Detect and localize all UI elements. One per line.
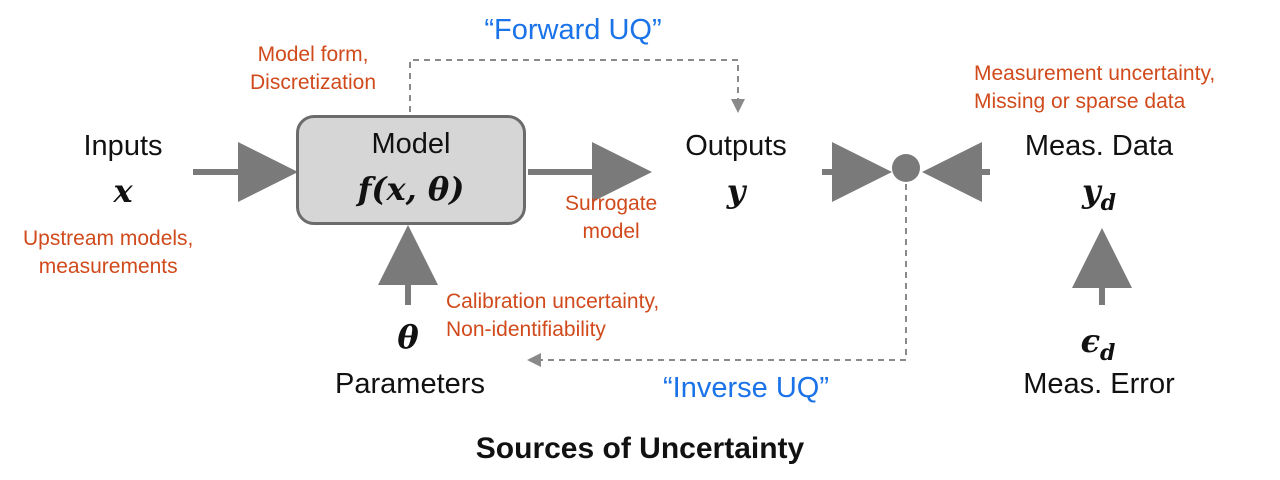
inputs-note-line2: measurements (38, 255, 178, 278)
meas-data-note-line1: Measurement uncertainty, (974, 62, 1216, 85)
meas-data-note: Measurement uncertainty, Missing or spar… (974, 60, 1215, 116)
meas-data-note-line2: Missing or sparse data (974, 90, 1186, 113)
inverse-uq-dashed-path (527, 184, 907, 367)
model-error-note: Model form, Discretization (250, 41, 376, 97)
parameters-note-line1: Calibration uncertainty, (446, 290, 660, 313)
forward-uq-label: “Forward UQ” (484, 14, 662, 46)
inverse-uq-label: “Inverse UQ” (663, 372, 829, 404)
meas-data-symbol-subscript: d (1100, 190, 1116, 216)
parameters-note-line2: Non-identifiability (446, 318, 606, 341)
model-function-args: (x, θ) (371, 170, 465, 208)
model-box (296, 115, 526, 225)
surrogate-note: Surrogate model (565, 190, 657, 246)
meas-data-label: Meas. Data (1024, 130, 1174, 162)
surrogate-note-line2: model (582, 220, 640, 243)
parameters-label: Parameters (335, 368, 485, 400)
meas-data-symbol-base: y (1082, 172, 1101, 210)
model-label: Model (371, 128, 451, 160)
meas-error-symbol-base: ϵ (1080, 322, 1101, 360)
outputs-label: Outputs (685, 130, 787, 162)
meas-error-label: Meas. Error (1023, 368, 1175, 400)
meas-error-symbol: ϵd (1081, 322, 1116, 366)
model-error-note-line2: Discretization (250, 71, 377, 94)
meas-error-symbol-subscript: d (1100, 340, 1116, 366)
inputs-note-line1: Upstream models, (23, 227, 194, 250)
inputs-note: Upstream models, measurements (23, 225, 193, 281)
surrogate-note-line1: Surrogate (565, 192, 658, 215)
forward-uq-dashed-path (409, 59, 745, 113)
inputs-label: Inputs (83, 130, 163, 162)
outputs-symbol: y (726, 172, 746, 210)
parameters-symbol: θ (397, 318, 419, 356)
diagram-title: Sources of Uncertainty (475, 432, 805, 465)
model-function-name: f (357, 170, 372, 208)
comparison-node (892, 154, 920, 182)
model-function: f(x, θ) (358, 170, 465, 208)
parameters-note: Calibration uncertainty, Non-identifiabi… (446, 288, 659, 344)
model-error-note-line1: Model form, (257, 43, 369, 66)
inputs-symbol: x (113, 172, 133, 210)
meas-data-symbol: yd (1082, 172, 1116, 216)
